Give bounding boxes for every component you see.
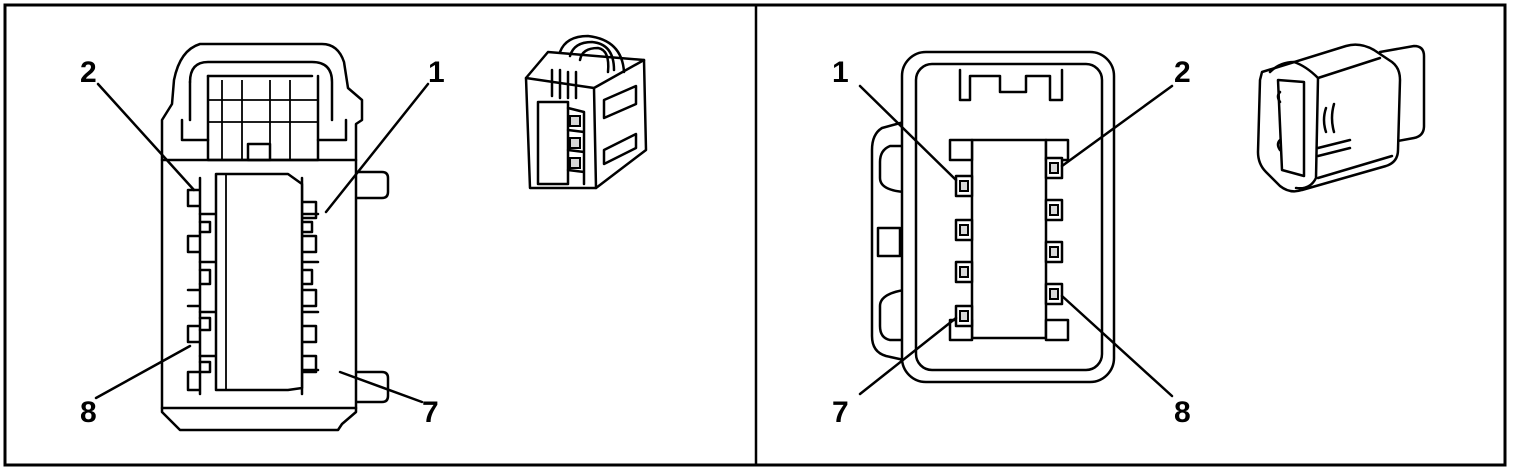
right-top-keys (958, 68, 1064, 102)
right-panel: 1 2 7 8 (832, 43, 1426, 429)
left-leader-7 (338, 370, 424, 404)
left-leader-1 (324, 82, 430, 214)
right-pin-label-bottom-left: 7 (832, 396, 849, 429)
left-panel: 2 1 8 7 (80, 34, 648, 432)
left-connector-isometric-icon (524, 34, 648, 190)
right-leader-7 (858, 316, 958, 396)
left-pin-label-bottom-left: 8 (80, 396, 97, 429)
left-side-tab-upper (353, 170, 390, 200)
right-side-catch (876, 226, 902, 258)
right-pins-left (954, 174, 974, 328)
right-leader-8 (1060, 294, 1174, 398)
left-pin-label-bottom-right: 7 (422, 396, 439, 429)
right-pin-label-top-right: 2 (1174, 56, 1191, 89)
left-leader-8 (94, 344, 192, 400)
right-leader-2 (1060, 84, 1174, 168)
left-pin-label-top-right: 1 (428, 56, 445, 89)
left-latch-window (246, 142, 272, 162)
left-leader-2 (96, 82, 196, 192)
right-leader-1 (858, 84, 958, 182)
right-pin-label-bottom-right: 8 (1174, 396, 1191, 429)
right-connector-face (870, 50, 1116, 384)
right-pin-label-top-left: 1 (832, 56, 849, 89)
right-pins-right (1044, 156, 1064, 306)
left-connector-face (160, 42, 390, 432)
right-center-insert (970, 138, 1048, 340)
right-connector-isometric-icon (1256, 43, 1426, 193)
left-center-insert (214, 172, 304, 392)
left-latch-arch (188, 60, 334, 122)
left-pin-label-top-left: 2 (80, 56, 97, 89)
